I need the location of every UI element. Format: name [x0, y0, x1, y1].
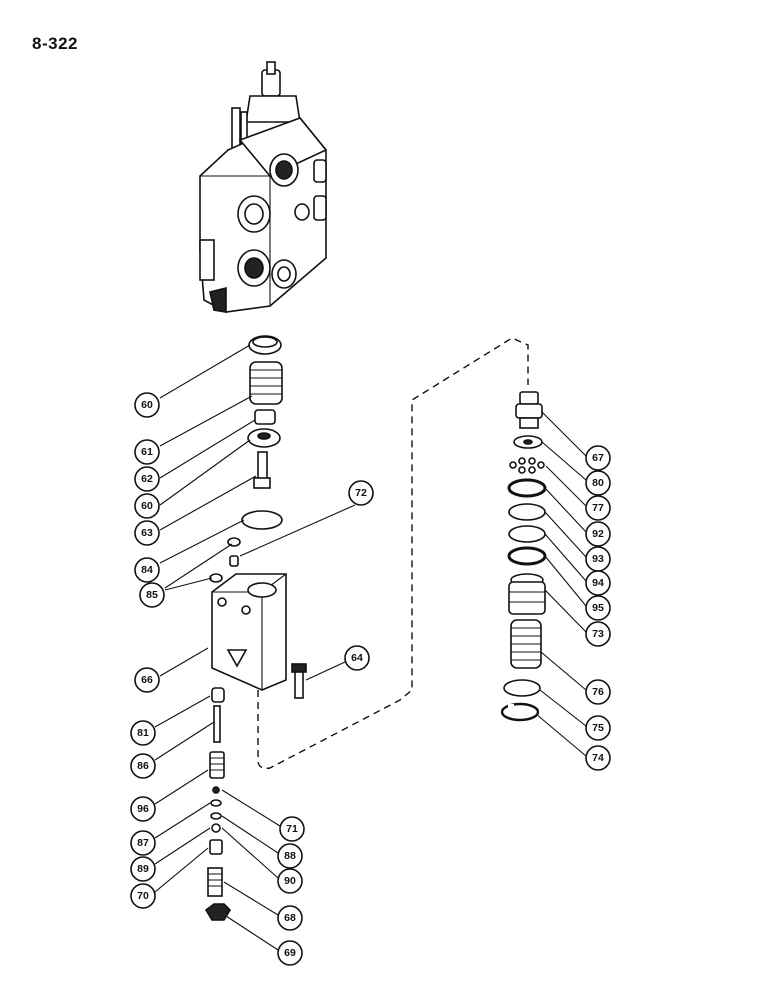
- svg-text:61: 61: [141, 446, 153, 458]
- callout-68: 68: [277, 905, 303, 931]
- svg-text:77: 77: [592, 502, 604, 514]
- valve-body: [199, 61, 328, 313]
- callout-96: 96: [130, 796, 156, 822]
- callout-87: 87: [130, 830, 156, 856]
- callout-61: 61: [134, 439, 160, 465]
- callout-76: 76: [585, 679, 611, 705]
- svg-text:66: 66: [141, 674, 153, 686]
- svg-text:90: 90: [284, 875, 296, 887]
- svg-text:80: 80: [592, 477, 604, 489]
- svg-text:84: 84: [141, 564, 153, 576]
- callout-81: 81: [130, 720, 156, 746]
- svg-text:60: 60: [141, 399, 153, 411]
- callout-73: 73: [585, 621, 611, 647]
- svg-text:71: 71: [286, 823, 298, 835]
- callout-93: 93: [585, 546, 611, 572]
- svg-text:72: 72: [355, 487, 367, 499]
- svg-text:89: 89: [137, 863, 149, 875]
- svg-text:86: 86: [137, 760, 149, 772]
- svg-text:60: 60: [141, 500, 153, 512]
- callout-77: 77: [585, 495, 611, 521]
- svg-text:94: 94: [592, 577, 604, 589]
- leader-lines: [154, 344, 587, 951]
- callout-84: 84: [134, 557, 160, 583]
- callout-62: 62: [134, 466, 160, 492]
- callout-95: 95: [585, 595, 611, 621]
- callout-60: 60: [134, 392, 160, 418]
- callout-70: 70: [130, 883, 156, 909]
- callout-63: 63: [134, 520, 160, 546]
- svg-text:85: 85: [146, 589, 158, 601]
- svg-text:81: 81: [137, 727, 149, 739]
- right-column-parts: [500, 391, 547, 722]
- callout-88: 88: [277, 843, 303, 869]
- svg-text:96: 96: [137, 803, 149, 815]
- callout-92: 92: [585, 521, 611, 547]
- callout-74: 74: [585, 745, 611, 771]
- page-number: 8-322: [32, 34, 78, 53]
- svg-text:95: 95: [592, 602, 604, 614]
- callout-67: 67: [585, 445, 611, 471]
- svg-text:74: 74: [592, 752, 604, 764]
- svg-text:75: 75: [592, 722, 604, 734]
- svg-text:69: 69: [284, 947, 296, 959]
- svg-text:64: 64: [351, 652, 363, 664]
- svg-text:92: 92: [592, 528, 604, 540]
- callout-86: 86: [130, 753, 156, 779]
- callout-85: 85: [139, 582, 165, 608]
- callout-71: 71: [279, 816, 305, 842]
- callout-90: 90: [277, 868, 303, 894]
- svg-text:67: 67: [592, 452, 604, 464]
- callout-75: 75: [585, 715, 611, 741]
- callout-69: 69: [277, 940, 303, 966]
- svg-text:73: 73: [592, 628, 604, 640]
- svg-text:93: 93: [592, 553, 604, 565]
- callout-60: 60: [134, 493, 160, 519]
- svg-text:88: 88: [284, 850, 296, 862]
- callout-80: 80: [585, 470, 611, 496]
- svg-text:68: 68: [284, 912, 296, 924]
- svg-text:62: 62: [141, 473, 153, 485]
- svg-text:76: 76: [592, 686, 604, 698]
- svg-text:63: 63: [141, 527, 153, 539]
- assembly-path-line: [257, 337, 529, 770]
- callouts: 60 61 62 60 63 72 84 85 66 64 81 86 96 7…: [130, 392, 611, 966]
- callout-72: 72: [348, 480, 374, 506]
- callout-89: 89: [130, 856, 156, 882]
- left-column-parts: [204, 335, 307, 921]
- callout-64: 64: [344, 645, 370, 671]
- callout-94: 94: [585, 570, 611, 596]
- callout-66: 66: [134, 667, 160, 693]
- svg-text:70: 70: [137, 890, 149, 902]
- svg-text:87: 87: [137, 837, 149, 849]
